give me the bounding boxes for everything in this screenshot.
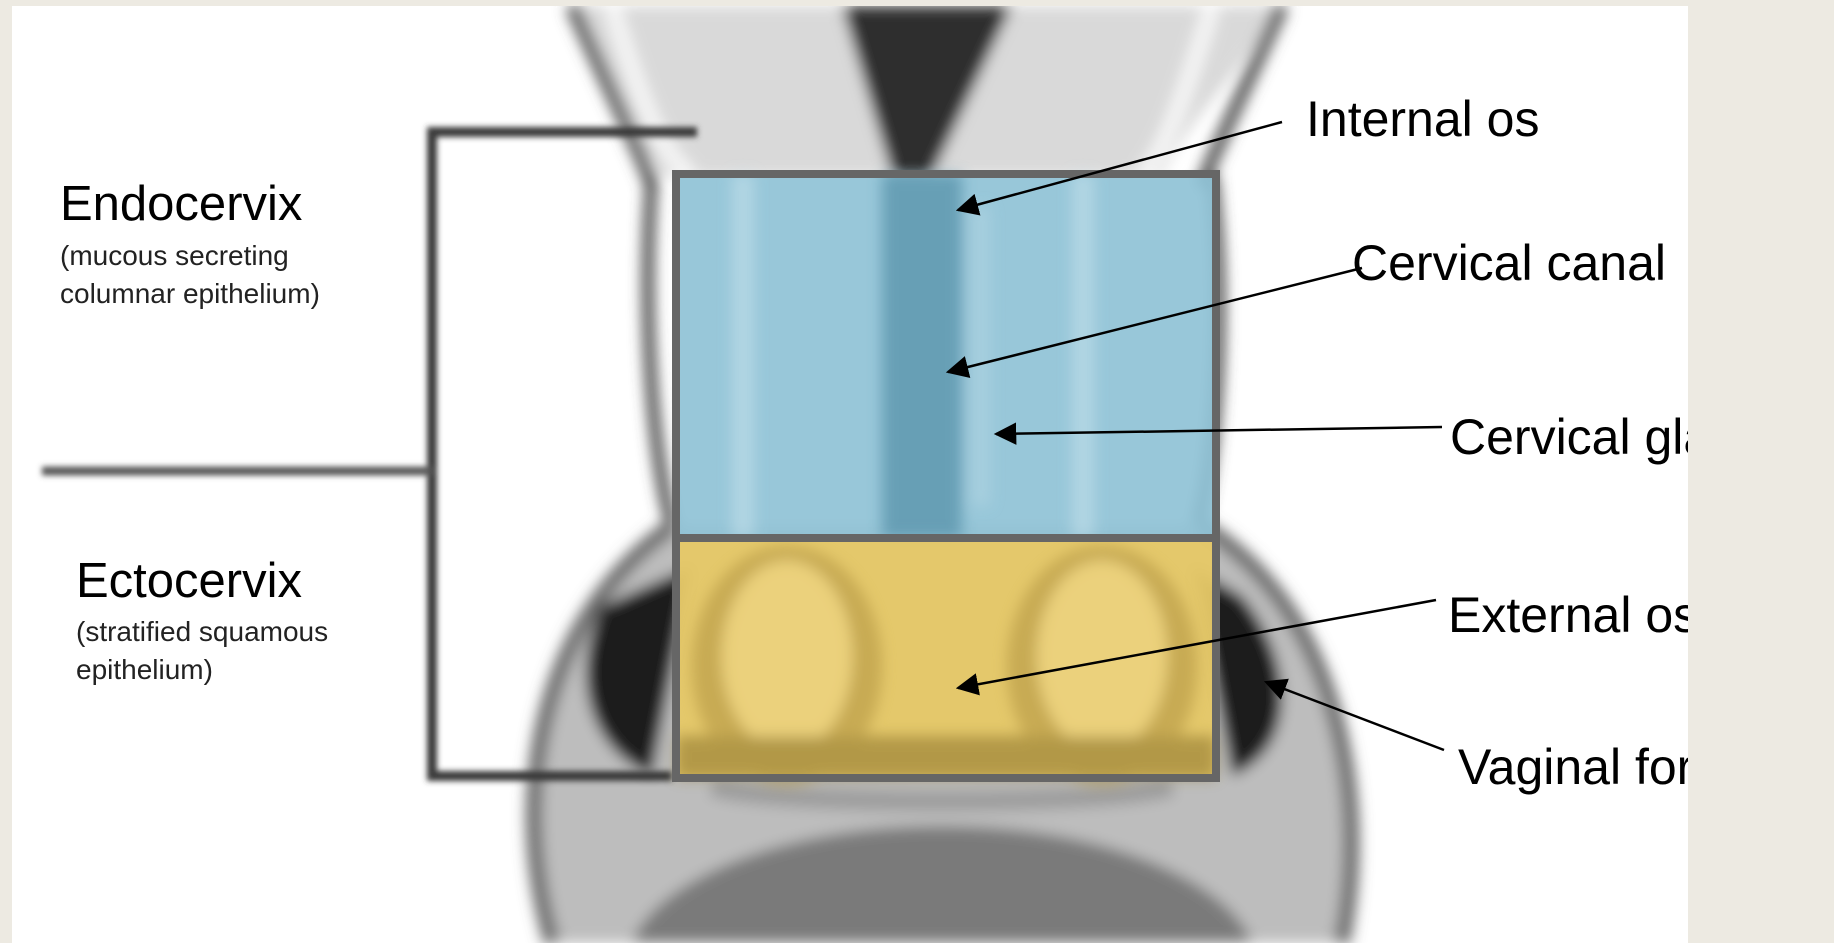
endocervix-title: Endocervix xyxy=(60,180,302,229)
label-cervical-glands: Cervical glands xyxy=(1450,412,1688,462)
label-cervical-canal: Cervical canal xyxy=(1352,238,1666,288)
label-vaginal-fornices: Vaginal fornices xyxy=(1458,742,1688,792)
slide-canvas: Endocervix (mucous secreting columnar ep… xyxy=(12,6,1688,943)
label-internal-os: Internal os xyxy=(1306,94,1539,144)
label-external-os: External os xyxy=(1448,590,1688,640)
ectocervix-title: Ectocervix xyxy=(76,557,302,606)
endocervix-subtitle-line1: (mucous secreting xyxy=(60,236,289,275)
endocervix-subtitle-line2: columnar epithelium) xyxy=(60,274,320,313)
cervix-highlight-box xyxy=(676,174,1216,786)
ectocervix-subtitle-line2: epithelium) xyxy=(76,650,213,689)
ectocervix-subtitle-line1: (stratified squamous xyxy=(76,612,328,651)
